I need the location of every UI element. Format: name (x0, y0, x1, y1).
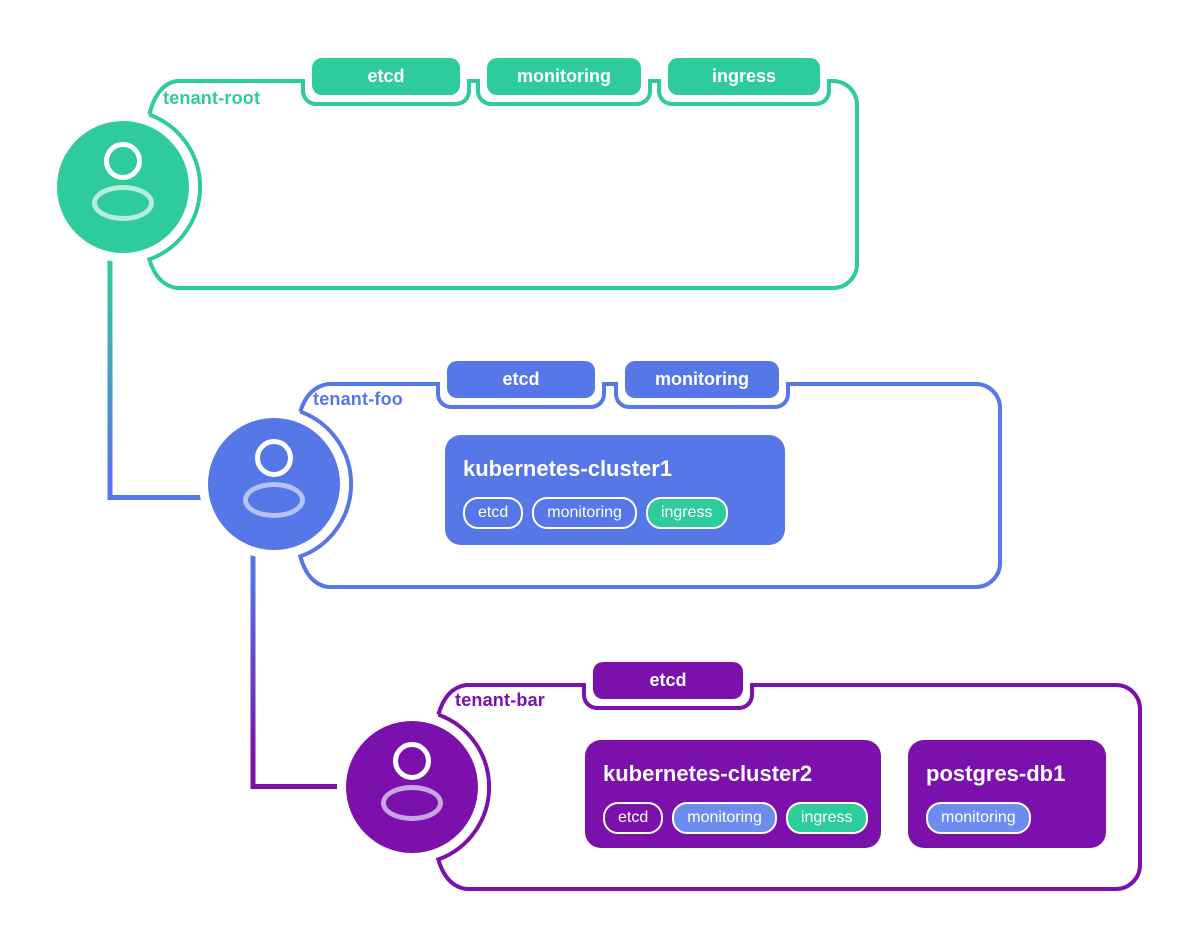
workload-postgres-db1: postgres-db1 monitoring (908, 740, 1106, 848)
user-icon-body (381, 785, 443, 821)
tenant-foo-tag-pocket-etcd: etcd (436, 361, 606, 409)
tenant-bar-tag-etcd: etcd (593, 662, 743, 699)
pill-monitoring: monitoring (672, 802, 777, 834)
tenant-root-tag-etcd: etcd (312, 58, 460, 95)
tenant-foo-tag-monitoring: monitoring (625, 361, 779, 398)
tenant-foo-outline (297, 382, 1002, 589)
workload-pills: monitoring (926, 802, 1088, 834)
workload-title: kubernetes-cluster2 (603, 761, 813, 786)
connector-foo-to-bar (250, 548, 340, 789)
workload-title: postgres-db1 (926, 761, 1066, 786)
tenant-root-outline (146, 79, 859, 290)
pill-monitoring: monitoring (926, 802, 1031, 834)
tenant-foo-user-avatar (208, 418, 340, 550)
workload-kubernetes-cluster2: kubernetes-cluster2 etcd monitoring ingr… (585, 740, 881, 848)
tenant-root-tag-pocket-ingress: ingress (657, 58, 831, 106)
workload-pills: etcd monitoring ingress (603, 802, 868, 834)
pill-monitoring: monitoring (532, 497, 637, 529)
tenant-foo-label: tenant-foo (313, 389, 403, 409)
pill-etcd: etcd (603, 802, 664, 834)
tenant-foo-tag-pocket-monitoring: monitoring (614, 361, 790, 409)
workload-title: kubernetes-cluster1 (463, 456, 673, 481)
pill-ingress: ingress (785, 802, 868, 834)
pill-ingress: ingress (645, 497, 728, 529)
tenant-root-tag-ingress: ingress (668, 58, 820, 95)
user-icon-head (393, 742, 431, 780)
tenant-root-tag-monitoring: monitoring (487, 58, 641, 95)
tenant-bar-label: tenant-bar (455, 690, 546, 710)
tenant-root-user-avatar (57, 121, 189, 253)
user-icon-head (255, 439, 293, 477)
tenant-root-label: tenant-root (163, 88, 261, 108)
tenant-bar-tag-pocket-etcd: etcd (582, 662, 754, 710)
tenant-root-tag-pocket-monitoring: monitoring (476, 58, 652, 106)
pill-etcd: etcd (463, 497, 524, 529)
user-icon-body (92, 185, 154, 221)
connector-root-to-foo (107, 251, 201, 500)
tenant-bar-outline (435, 683, 1142, 891)
workload-kubernetes-cluster1: kubernetes-cluster1 etcd monitoring ingr… (445, 435, 785, 545)
user-icon-head (104, 142, 142, 180)
tenant-bar-user-avatar (346, 721, 478, 853)
tenant-foo-tag-etcd: etcd (447, 361, 595, 398)
workload-pills: etcd monitoring ingress (463, 497, 767, 529)
user-icon-body (243, 482, 305, 518)
tenant-root-tag-pocket-etcd: etcd (301, 58, 471, 106)
